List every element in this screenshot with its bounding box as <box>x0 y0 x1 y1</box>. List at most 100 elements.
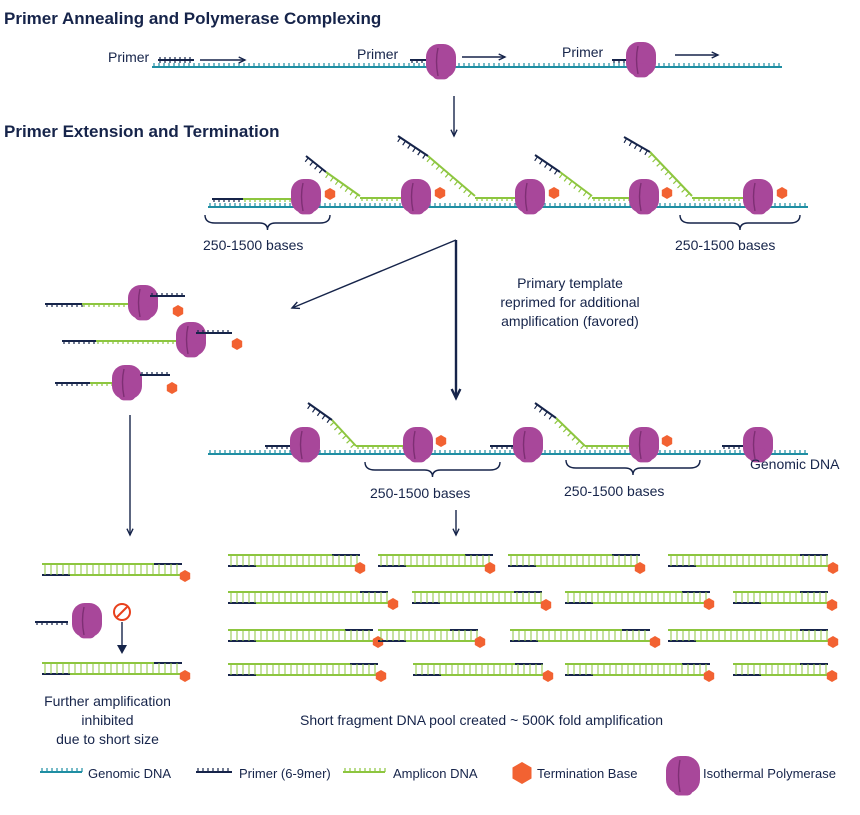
termination-12 <box>661 435 673 447</box>
termination-6 <box>172 305 184 317</box>
displaced-amplicon-4 <box>648 151 693 198</box>
termination-3 <box>548 187 560 199</box>
pool-fragment-14 <box>413 663 543 676</box>
direction-arrow-2 <box>462 53 507 61</box>
primer-label-1: Primer <box>108 49 150 65</box>
product-1-amplicon <box>82 303 132 307</box>
heading-annealing: Primer Annealing and Polymerase Complexi… <box>4 9 382 28</box>
displaced-primer-2 <box>397 135 429 159</box>
flow-arrow-reprime <box>450 240 462 401</box>
flow-arrow-1 <box>450 96 458 138</box>
amplicon-ext-5 <box>692 197 748 201</box>
reprimed-note-line-2: reprimed for additional <box>500 294 640 310</box>
product-2-primer <box>62 340 96 344</box>
displaced-amplicon-2 <box>426 155 476 198</box>
polymerase-16 <box>743 427 773 463</box>
reprimed-note-line-1: Primary template <box>517 275 623 291</box>
displaced-primer-3 <box>534 154 561 175</box>
pool-termination-15 <box>703 670 715 682</box>
polymerase-12 <box>290 427 320 463</box>
pool-fragment-11 <box>510 629 650 642</box>
pool-fragment-5 <box>228 591 388 604</box>
product-1-top <box>150 293 185 297</box>
pool-fragment-1 <box>228 554 360 567</box>
direction-arrow-3 <box>675 51 720 59</box>
displaced-amplicon-5 <box>329 419 357 449</box>
pool-termination-5 <box>387 598 399 610</box>
amplicon-ext-2 <box>360 197 406 201</box>
reprimed-note-line-3: amplification (favored) <box>501 313 639 329</box>
legend-polymerase-swatch <box>666 756 700 796</box>
inhibit-arrow-head <box>117 645 127 654</box>
amplicon-r-2 <box>585 445 634 449</box>
further-note-line-2: inhibited <box>81 712 134 728</box>
pool-termination-11 <box>649 636 661 648</box>
pool-fragment-6 <box>412 591 542 604</box>
legend-label-polymerase: Isothermal Polymerase <box>703 766 836 781</box>
pool-fragment-15 <box>565 663 710 676</box>
short-fragment-2 <box>42 662 182 675</box>
pool-termination-1 <box>354 562 366 574</box>
pool-fragment-13 <box>228 663 378 676</box>
termination-9 <box>179 570 191 582</box>
pool-fragment-4 <box>668 554 828 567</box>
genomic-strand-1 <box>152 63 782 68</box>
brace-3 <box>364 461 501 478</box>
polymerase-5 <box>515 179 545 215</box>
termination-10 <box>179 670 191 682</box>
legend-amplicon-swatch <box>343 768 386 773</box>
pool-termination-8 <box>826 599 838 611</box>
primer-ext-1 <box>212 198 243 202</box>
pool-termination-14 <box>542 670 554 682</box>
pool-termination-10 <box>474 636 486 648</box>
flow-arrow-down-right <box>452 510 460 537</box>
brace-2 <box>679 214 801 231</box>
bases-label-1: 250-1500 bases <box>203 237 304 253</box>
termination-2 <box>434 187 446 199</box>
displaced-amplicon-6 <box>554 417 586 450</box>
further-note-line-1: Further amplification <box>44 693 171 709</box>
displaced-primer-4 <box>623 136 651 156</box>
inhibit-slash <box>116 606 128 618</box>
amplicon-ext-3 <box>475 197 520 201</box>
product-3-top <box>140 372 170 376</box>
polymerase-3 <box>291 179 321 215</box>
amplicon-ext-4 <box>592 197 635 201</box>
pool-termination-6 <box>540 599 552 611</box>
polymerase-9 <box>176 322 206 358</box>
product-2-amplicon <box>96 340 180 344</box>
genomic-dna-label: Genomic DNA <box>750 456 840 472</box>
displaced-primer-6 <box>534 402 557 420</box>
termination-4 <box>661 187 673 199</box>
pool-termination-16 <box>826 670 838 682</box>
amplicon-r-1 <box>356 445 409 449</box>
legend-primer-swatch <box>196 768 232 773</box>
pool-termination-2 <box>484 562 496 574</box>
bases-label-3: 250-1500 bases <box>370 485 471 501</box>
polymerase-8 <box>128 285 158 321</box>
termination-8 <box>166 382 178 394</box>
pool-termination-12 <box>827 636 839 648</box>
brace-1 <box>204 214 331 231</box>
flow-arrow-left <box>290 239 457 310</box>
product-2-top <box>196 330 232 334</box>
pool-note: Short fragment DNA pool created ~ 500K f… <box>300 712 664 728</box>
pool-fragment-12 <box>668 629 828 642</box>
product-1-primer <box>45 303 83 307</box>
polymerase-10 <box>112 365 142 401</box>
pool-fragment-7 <box>565 591 710 604</box>
polymerase-2 <box>626 42 656 78</box>
polymerase-13 <box>403 427 433 463</box>
legend-label-termination: Termination Base <box>537 766 638 781</box>
polymerase-1 <box>426 44 456 80</box>
legend-label-amplicon: Amplicon DNA <box>393 766 478 781</box>
amplicon-ext-1 <box>243 198 296 202</box>
polymerase-4 <box>401 179 431 215</box>
primer-label-2: Primer <box>357 46 399 62</box>
bases-label-4: 250-1500 bases <box>564 483 665 499</box>
brace-4 <box>565 459 701 476</box>
flow-arrow-down-left <box>126 415 134 537</box>
pool-termination-7 <box>703 598 715 610</box>
polymerase-6 <box>629 179 659 215</box>
